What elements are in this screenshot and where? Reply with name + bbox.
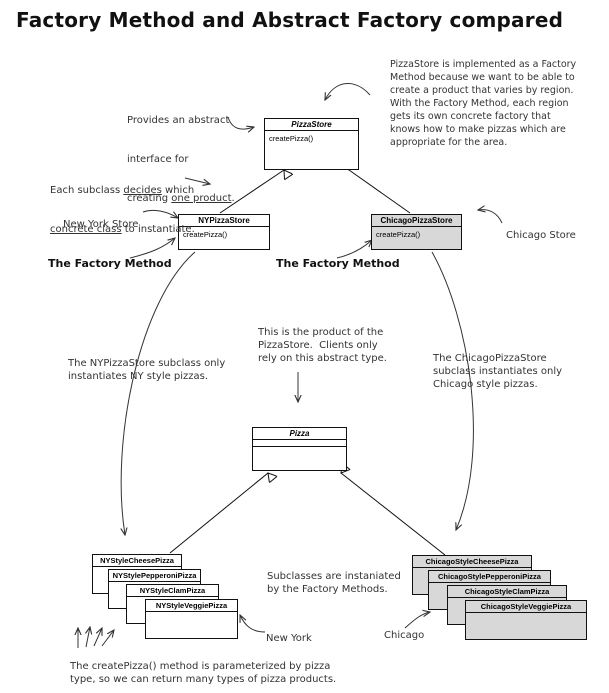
subclass-decides-text: to instantiate. xyxy=(121,224,195,235)
abstract-interface-arrow xyxy=(227,116,254,129)
subclass-decides-arrow xyxy=(184,177,210,184)
nypizzastore-class: NYPizzaStore createPizza() xyxy=(178,214,270,250)
factory-method-left-arrow xyxy=(129,238,175,259)
ny-pizza-name: NYStyleClamPizza xyxy=(127,585,218,597)
nypizzastore-method: createPizza() xyxy=(183,230,228,239)
abstract-interface-text: creating xyxy=(127,193,172,204)
nypizzastore-name: NYPizzaStore xyxy=(179,215,269,227)
chicago-pizza-name: ChicagoStyleClamPizza xyxy=(448,586,566,598)
chicago-pizza-card: ChicagoStyleVeggiePizza xyxy=(465,600,587,640)
ny-pizza-name: NYStyleVeggiePizza xyxy=(146,600,237,612)
abstract-interface-text: . xyxy=(231,193,235,204)
chicago-store-label: Chicago Store xyxy=(506,230,576,241)
chicago-pizza-name: ChicagoStyleVeggiePizza xyxy=(466,601,586,613)
ny-pizza-card: NYStyleVeggiePizza xyxy=(145,599,238,639)
subclasses-instantiated-note: Subclasses are instaniated by the Factor… xyxy=(267,571,401,595)
chicago-store-to-pizzas-arrow xyxy=(431,251,474,530)
abstract-interface-line: interface for xyxy=(127,154,189,165)
chicago-arrow xyxy=(404,612,430,629)
pizzastore-note-arrow xyxy=(325,83,371,100)
ny-store-to-pizzas-arrow xyxy=(121,251,196,535)
new-york-arrow xyxy=(240,615,266,633)
subclass-decides-line: concrete class to instantiate. xyxy=(50,223,195,236)
chicago-pizzas-inheritance-line xyxy=(341,473,446,556)
pizzastore-class: PizzaStore createPizza() xyxy=(264,118,359,170)
pizzastore-name: PizzaStore xyxy=(265,119,358,131)
pizza-class: Pizza xyxy=(252,427,347,471)
ny-pizza-name: NYStylePepperoniPizza xyxy=(109,570,200,582)
new-york-label: New York xyxy=(266,633,312,644)
ny-store-inheritance-line xyxy=(219,170,284,214)
subclass-decides-note: Each subclass decides which concrete cla… xyxy=(50,158,195,249)
chicagopizzastore-class: ChicagoPizzaStore createPizza() xyxy=(371,214,462,250)
abstract-interface-line: creating one product. xyxy=(127,192,235,205)
ny-subclass-note: The NYPizzaStore subclass only instantia… xyxy=(68,358,226,382)
chicago-pizza-name: ChicagoStylePepperoniPizza xyxy=(429,571,550,583)
new-york-store-arrow xyxy=(142,209,178,218)
subclass-decides-emphasis: decides xyxy=(123,185,162,196)
new-york-store-label: New York Store xyxy=(63,219,139,230)
abstract-interface-emphasis: one product xyxy=(171,193,232,204)
chicagopizzastore-name: ChicagoPizzaStore xyxy=(372,215,461,227)
abstract-interface-note: Provides an abstract interface for creat… xyxy=(127,88,235,218)
parameterized-note: The createPizza() method is parameterize… xyxy=(70,661,337,685)
ny-pizzas-inheritance-line xyxy=(169,473,268,554)
subclass-decides-text: which xyxy=(161,185,195,196)
chicagopizzastore-method: createPizza() xyxy=(376,230,421,239)
param-arrow-3 xyxy=(93,628,102,647)
chicago-store-inheritance-line xyxy=(349,170,411,214)
pizza-name: Pizza xyxy=(253,428,346,440)
page-title: Factory Method and Abstract Factory comp… xyxy=(16,8,564,32)
pizza-attributes-compartment xyxy=(253,440,346,447)
chicago-pizza-name: ChicagoStyleCheesePizza xyxy=(413,556,531,568)
param-arrow-2 xyxy=(86,627,90,648)
subclass-decides-line: Each subclass decides which xyxy=(50,184,195,197)
abstract-interface-line: Provides an abstract xyxy=(127,115,230,126)
ny-pizza-name: NYStyleCheesePizza xyxy=(93,555,181,567)
pizzastore-method: createPizza() xyxy=(269,134,314,143)
pizzastore-factory-note: PizzaStore is implemented as a Factory M… xyxy=(390,59,577,148)
chicago-label: Chicago xyxy=(384,630,425,641)
param-arrow-4 xyxy=(101,630,114,647)
factory-method-right-label: The Factory Method xyxy=(276,257,400,270)
product-note: This is the product of the PizzaStore. C… xyxy=(258,327,387,364)
chicago-store-arrow xyxy=(478,210,503,224)
subclass-decides-text: Each subclass xyxy=(50,185,124,196)
chicago-subclass-note: The ChicagoPizzaStore subclass instantia… xyxy=(433,353,563,390)
factory-method-right-arrow xyxy=(336,240,372,259)
subclass-decides-emphasis: concrete class xyxy=(50,224,122,235)
factory-method-left-label: The Factory Method xyxy=(48,257,172,270)
